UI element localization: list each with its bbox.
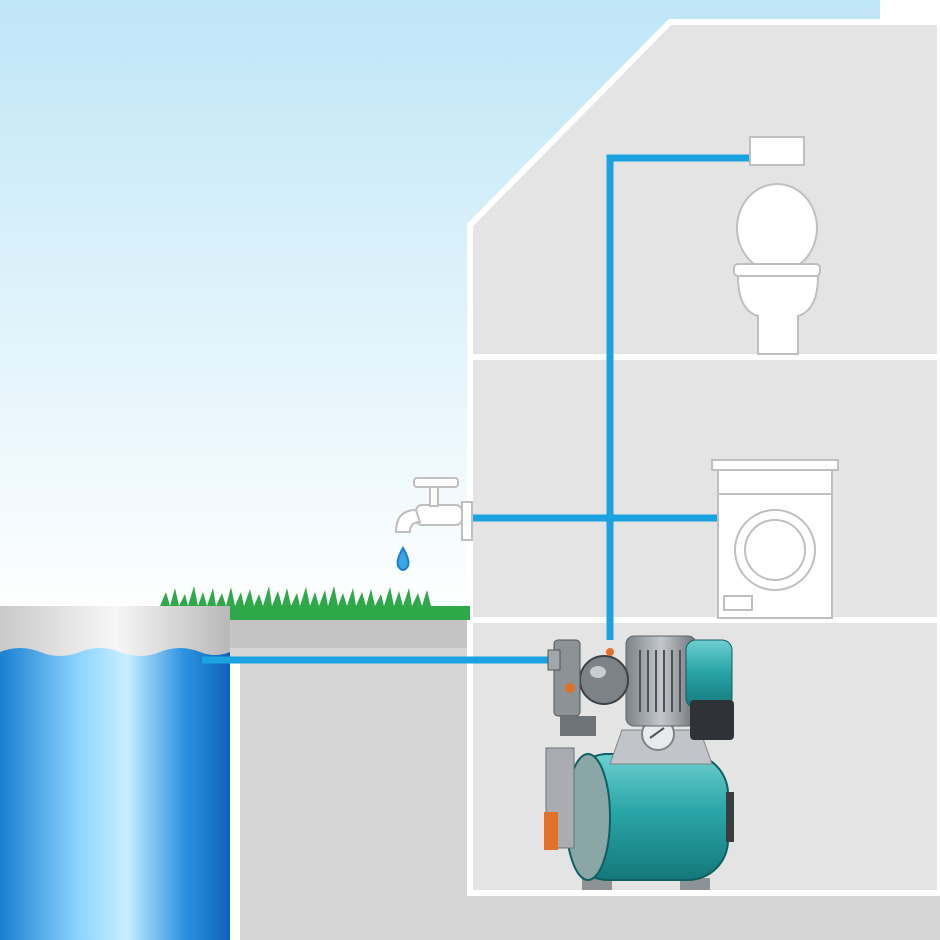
toilet-cistern [749,136,805,166]
pump-icon [544,635,734,890]
riser-pipe [606,154,750,640]
washer-glass [744,519,806,581]
toilet-lid [736,183,818,273]
water-drop-icon [396,546,410,571]
washer-panel [723,595,753,611]
toilet-icon [733,136,821,355]
tank-wall [228,658,240,940]
tap-handle [413,477,459,488]
pipes [202,154,750,664]
tap-body [415,504,463,526]
washer-top [711,459,839,471]
tap-stem [429,485,439,507]
washing-machine-icon [711,459,839,619]
tap-flange [461,501,473,541]
toilet-bowl [736,275,820,355]
faucet-icon [394,477,473,571]
grass [160,586,470,620]
toilet-seat [733,263,821,277]
tap-spout [394,508,422,533]
tank-water [0,648,230,940]
tank-rim [0,606,230,658]
rainwater-tank [0,606,240,940]
pump-housing [579,655,629,705]
